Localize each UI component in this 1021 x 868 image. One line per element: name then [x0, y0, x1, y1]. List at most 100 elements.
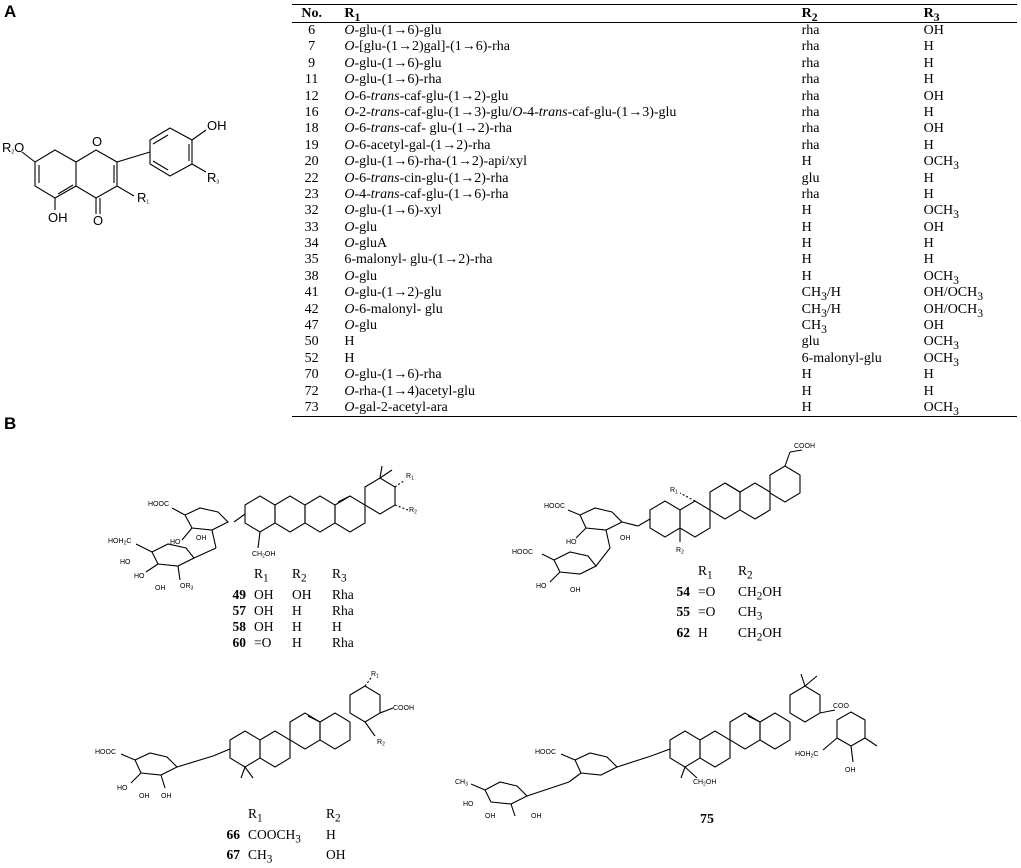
row-r3: H [923, 72, 934, 88]
triterpenoid-structure-3: R1 COOH R2 HOOC HO OH OH [95, 671, 414, 800]
mol1-legend-h3: R3 [332, 566, 347, 585]
row-r3: OCH3 [923, 334, 959, 353]
flavonoid-ring-o: O [92, 134, 102, 149]
row-r2: rha [801, 104, 820, 120]
row-r2: H [801, 268, 812, 284]
row-r2: H [801, 383, 812, 399]
mol2-hooc2: HOOC [512, 549, 533, 556]
mol1-oh2: OH [196, 535, 207, 542]
legend-value: CH2OH [738, 583, 782, 603]
row-no: 16 [304, 104, 319, 120]
legend-value: H [292, 602, 302, 618]
legend-value: COOCH3 [248, 826, 301, 846]
triterpenoid-structure-2: COOH R1 R2 HOOC HO OH HOOC HO OH [512, 443, 815, 594]
mol1-or3: OR3 [180, 583, 194, 592]
mol4-compound-id: 75 [700, 812, 714, 827]
row-r1: H [344, 334, 355, 350]
row-r2: H [801, 219, 812, 235]
row-r1: O-glu [344, 318, 378, 334]
row-no: 22 [304, 170, 319, 186]
compound-id: 66 [226, 826, 241, 842]
row-r3: OH [923, 121, 944, 137]
row-no: 52 [304, 350, 319, 366]
legend-value: =O [698, 583, 716, 599]
row-r2: rha [801, 23, 820, 38]
row-r3: H [923, 252, 934, 268]
table-top-rule [292, 4, 1017, 5]
row-r3: OH/OCH3 [923, 285, 984, 304]
row-r2: H [801, 399, 812, 415]
row-r1: O-glu-(1→6)-rha [344, 72, 442, 88]
legend-value: H [292, 634, 302, 650]
mol1-legend-h1: R1 [254, 566, 269, 585]
mol2-legend-h1: R1 [698, 563, 713, 582]
row-no: 33 [304, 219, 319, 235]
compound-id: 57 [232, 602, 247, 618]
row-r2: CH3/H [801, 285, 841, 304]
row-r3: H [923, 170, 934, 186]
row-no: 11 [304, 72, 319, 88]
row-r2: H [801, 203, 812, 219]
compound-id: 55 [676, 604, 691, 620]
row-r3: OH [923, 318, 944, 334]
row-r2: rha [801, 72, 820, 88]
row-r2: rha [801, 88, 820, 104]
compound-id: 67 [226, 847, 241, 863]
legend-value: =O [698, 604, 716, 620]
legend-value: OH [254, 586, 274, 602]
mol2-legend-h2: R2 [738, 563, 753, 582]
legend-value: Rha [332, 586, 354, 602]
mol2-legend-header: R1 R2 [660, 563, 798, 584]
row-no: 9 [308, 55, 316, 71]
table-header-row: No. R1 R2 R3 [292, 5, 1017, 24]
row-r3: OH [923, 219, 944, 235]
mol4-coo: COO [833, 703, 850, 710]
row-r1: O-glu-(1→6)-glu [344, 23, 442, 38]
row-r1: O-glu-(1→6)-glu [344, 55, 442, 71]
mol4-ho: HO [463, 801, 474, 808]
compound-id: 58 [232, 618, 247, 634]
row-r3: H [923, 137, 934, 153]
mol2-ho2: HO [536, 583, 547, 590]
row-r1: O-6-trans-caf- glu-(1→2)-rha [344, 121, 512, 137]
row-r1: O-rha-(1→4)acetyl-glu [344, 383, 475, 399]
row-r2: glu [801, 170, 820, 186]
flavonoid-r2o: R2O [2, 140, 24, 156]
mol3-legend-h2: R2 [326, 806, 341, 825]
mol3-legend-h1: R1 [248, 806, 263, 825]
mol1-ho3: HO [134, 573, 145, 580]
row-no: 32 [304, 203, 319, 219]
legend-value: H [292, 618, 302, 634]
legend-value: H [326, 826, 336, 842]
row-r1: O-glu [344, 268, 378, 284]
flavonoid-oh-top: OH [207, 118, 227, 133]
row-r3: OH [923, 23, 944, 38]
row-no: 19 [304, 137, 319, 153]
mol4-oh3: OH [845, 767, 856, 774]
mol1-ch2oh: CH2OH [252, 551, 275, 560]
mol1-legend-header: R1 R2 R3 [216, 566, 372, 587]
header-r1: R1 [344, 6, 361, 22]
mol4-oh2: OH [531, 813, 542, 820]
row-r2: H [801, 252, 812, 268]
row-r2: H [801, 154, 812, 170]
mol1-ho2: HO [120, 559, 131, 566]
row-r3: OCH3 [923, 399, 959, 418]
row-r3: OH [923, 88, 944, 104]
row-r2: rha [801, 137, 820, 153]
